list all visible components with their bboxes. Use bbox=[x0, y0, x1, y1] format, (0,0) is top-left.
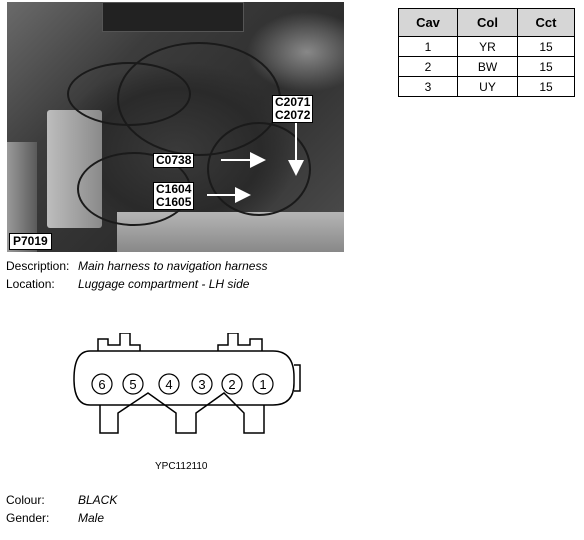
pin-3 bbox=[191, 373, 213, 395]
description-value: Main harness to navigation harness bbox=[78, 259, 268, 273]
pin-label: 6 bbox=[98, 377, 105, 392]
callout-arrows bbox=[207, 122, 304, 203]
pin-6 bbox=[91, 373, 113, 395]
callout-c0738: C0738 bbox=[153, 153, 195, 168]
photo-id-label: P7019 bbox=[9, 233, 52, 250]
pin-4 bbox=[158, 373, 180, 395]
connector-top-tabs bbox=[97, 333, 263, 351]
colour-label: Colour: bbox=[6, 493, 45, 507]
header-cct: Cct bbox=[517, 8, 575, 37]
gender-value: Male bbox=[78, 511, 105, 525]
gender-label: Gender: bbox=[6, 511, 50, 525]
pin-5 bbox=[122, 373, 144, 395]
pin-1 bbox=[252, 373, 274, 395]
nav-unit bbox=[102, 2, 244, 32]
header-cav: Cav bbox=[398, 8, 458, 37]
circuit-table: Cav Col Cct 1 YR 15 2 BW 15 3 UY 15 bbox=[398, 8, 575, 97]
pin-label: 5 bbox=[129, 377, 136, 392]
pin-label: 4 bbox=[165, 377, 172, 392]
description-label: Description: bbox=[6, 259, 70, 273]
connector-key bbox=[294, 364, 301, 392]
colour-value: BLACK bbox=[78, 493, 118, 507]
pin-2 bbox=[221, 373, 243, 395]
location-label: Location: bbox=[6, 277, 55, 291]
pin-label: 1 bbox=[259, 377, 266, 392]
table-row: 3 UY 15 bbox=[398, 76, 575, 97]
table-header-row: Cav Col Cct bbox=[398, 8, 575, 37]
connector-latch bbox=[99, 392, 265, 434]
connector-body bbox=[73, 350, 295, 406]
header-col: Col bbox=[457, 8, 518, 37]
connector-code: YPC112110 bbox=[155, 461, 208, 472]
table-row: 2 BW 15 bbox=[398, 56, 575, 77]
component-photo bbox=[7, 2, 344, 252]
connector-diagram: 6 5 4 3 2 1 bbox=[73, 333, 301, 434]
location-value: Luggage compartment - LH side bbox=[78, 277, 250, 291]
pin-label: 2 bbox=[228, 377, 235, 392]
table-row: 1 YR 15 bbox=[398, 36, 575, 57]
pin-label: 3 bbox=[198, 377, 205, 392]
harness-cable bbox=[207, 122, 311, 216]
